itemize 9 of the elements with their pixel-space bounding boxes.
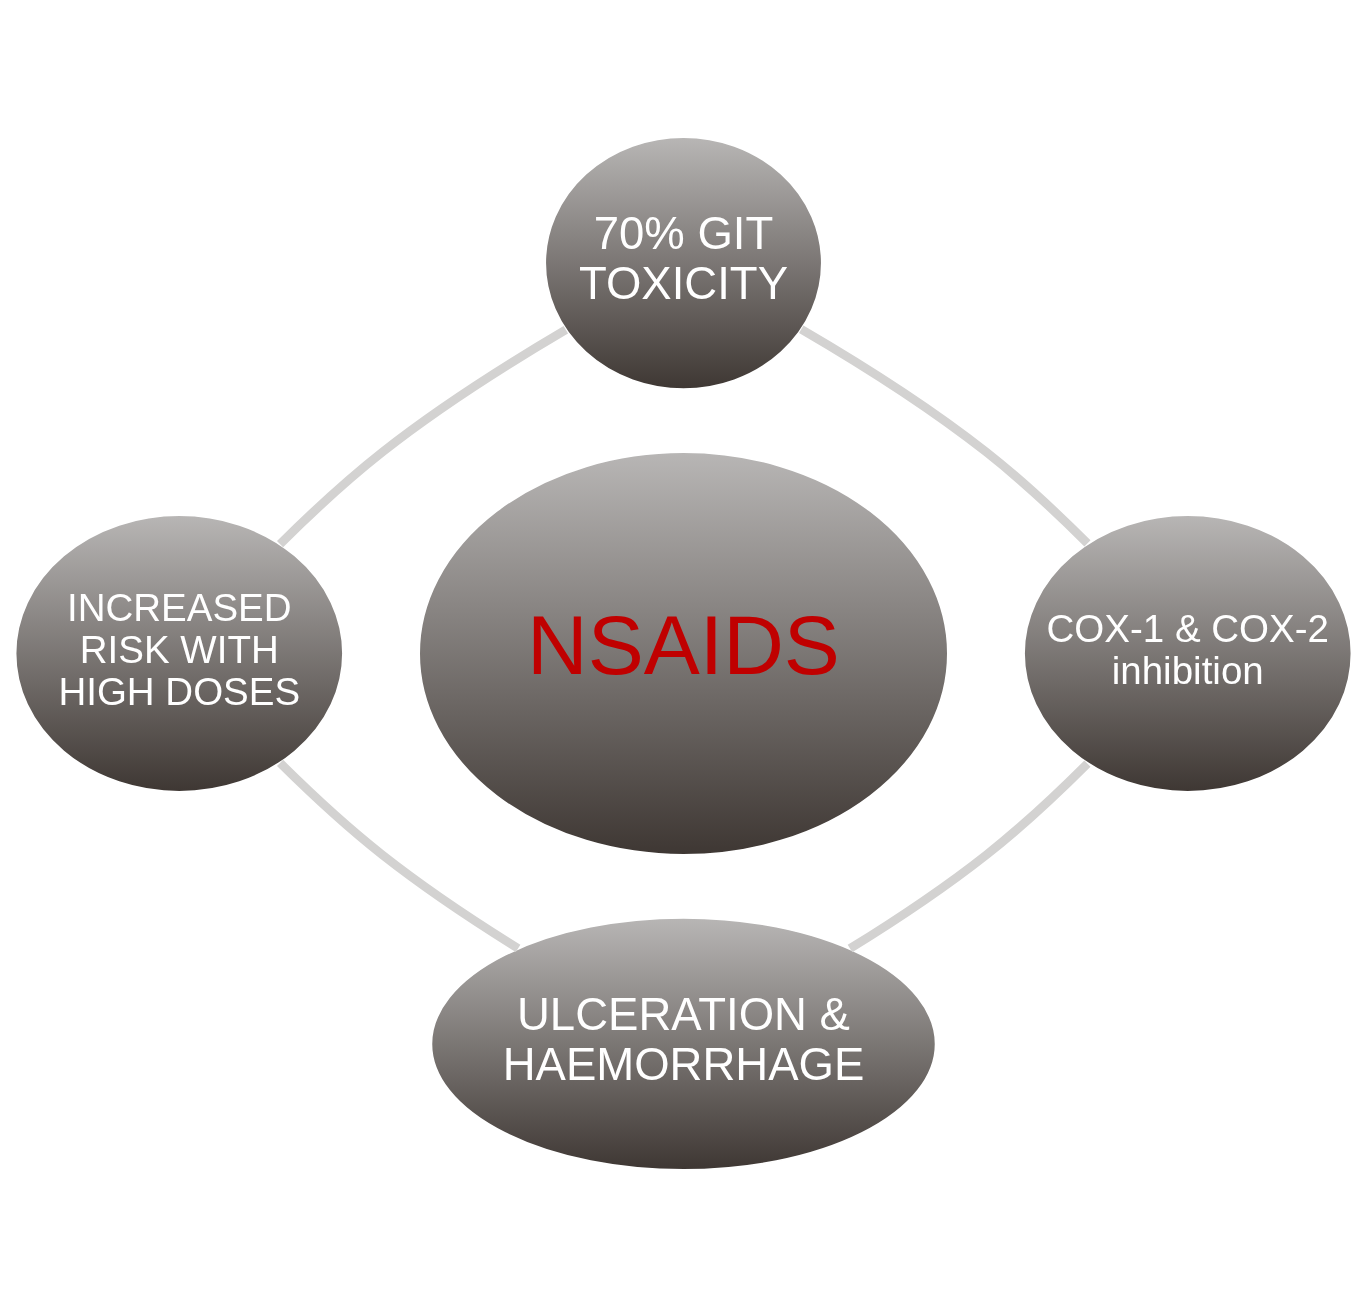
connector: [799, 324, 1091, 546]
node-ellipse: NSAIDS: [418, 450, 949, 856]
node-ellipse: ULCERATION & HAEMORRHAGE: [430, 916, 937, 1171]
connector: [847, 760, 1091, 952]
connector: [277, 759, 521, 952]
node-ellipse: COX-1 & COX-2 inhibition: [1023, 513, 1353, 793]
node-ellipse: INCREASED RISK WITH HIGH DOSES: [14, 513, 344, 793]
connector: [277, 325, 569, 547]
node-circle: 70% GIT TOXICITY: [544, 135, 823, 390]
